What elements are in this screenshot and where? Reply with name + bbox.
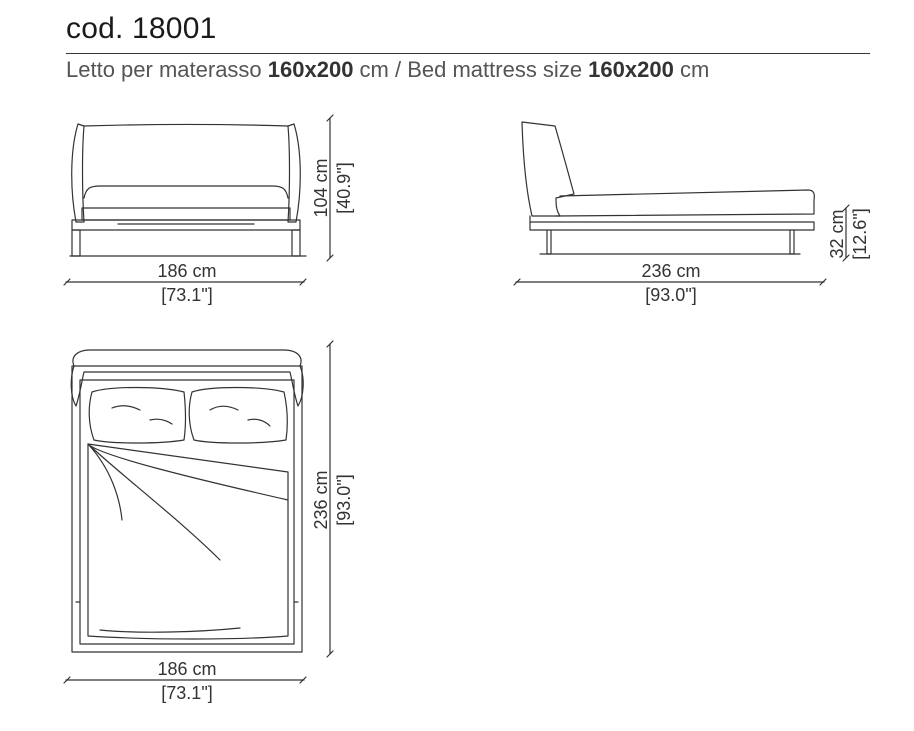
top-length-in-label: [93.0"] xyxy=(334,474,354,525)
front-headboard-left-wing xyxy=(71,123,85,223)
front-width-in-label: [73.1"] xyxy=(161,285,212,305)
front-frame xyxy=(71,219,301,231)
product-code: cod. 18001 xyxy=(66,12,217,45)
side-length-tick-left xyxy=(513,278,521,286)
subtitle-it-unit: cm / Bed mattress size xyxy=(353,57,589,82)
side-leg-back xyxy=(789,229,795,255)
side-frame xyxy=(529,221,815,231)
front-headboard-right-wing xyxy=(287,123,301,223)
front-mattress xyxy=(81,207,291,221)
front-leg-left xyxy=(71,229,81,257)
side-height-tick-bottom xyxy=(842,254,850,262)
side-length-cm-label: 236 cm xyxy=(641,261,700,281)
front-height-cm-label: 104 cm xyxy=(311,158,331,217)
top-length-cm-label: 236 cm xyxy=(311,470,331,529)
top-length-tick-bottom xyxy=(326,650,334,658)
top-duvet-fold xyxy=(87,443,289,561)
top-duvet xyxy=(87,443,289,640)
side-leg-front xyxy=(546,229,552,255)
subtitle-en-size: 160x200 xyxy=(588,57,674,82)
front-view xyxy=(63,114,334,286)
side-height-tick-top xyxy=(842,204,850,212)
front-height-tick-bottom xyxy=(326,254,334,262)
side-mattress xyxy=(555,189,815,217)
top-width-tick-right xyxy=(299,676,307,684)
top-headboard xyxy=(70,349,304,407)
title-divider xyxy=(66,53,870,54)
side-length-in-label: [93.0"] xyxy=(645,285,696,305)
front-height-tick-top xyxy=(326,114,334,122)
subtitle: Letto per materasso 160x200 cm / Bed mat… xyxy=(66,57,709,83)
subtitle-en-unit: cm xyxy=(673,57,710,82)
front-leg-right xyxy=(291,229,301,257)
side-length-tick-right xyxy=(819,278,827,286)
top-pillow-right-crease xyxy=(209,405,271,427)
front-width-tick-right xyxy=(299,278,307,286)
side-view xyxy=(513,121,850,286)
side-height-in-label: [12.6"] xyxy=(850,208,870,259)
top-duvet-hem xyxy=(99,627,241,633)
front-headboard-panel xyxy=(83,185,289,199)
top-width-in-label: [73.1"] xyxy=(161,683,212,703)
top-pillow-right xyxy=(188,386,288,444)
subtitle-it-size: 160x200 xyxy=(267,57,354,82)
top-width-tick-left xyxy=(63,676,71,684)
top-pillow-left xyxy=(88,386,187,444)
front-headboard-top xyxy=(83,123,289,127)
subtitle-it-prefix: Letto per materasso xyxy=(66,57,268,82)
side-headboard xyxy=(521,121,575,217)
top-frame-outer xyxy=(71,365,303,653)
front-width-tick-left xyxy=(63,278,71,286)
front-width-cm-label: 186 cm xyxy=(157,261,216,281)
top-frame-inner xyxy=(79,379,295,645)
top-length-tick-top xyxy=(326,340,334,348)
side-height-cm-label: 32 cm xyxy=(827,209,847,258)
top-pillow-left-crease xyxy=(111,405,173,425)
top-width-cm-label: 186 cm xyxy=(157,659,216,679)
front-height-in-label: [40.9"] xyxy=(334,162,354,213)
top-view xyxy=(63,340,334,684)
